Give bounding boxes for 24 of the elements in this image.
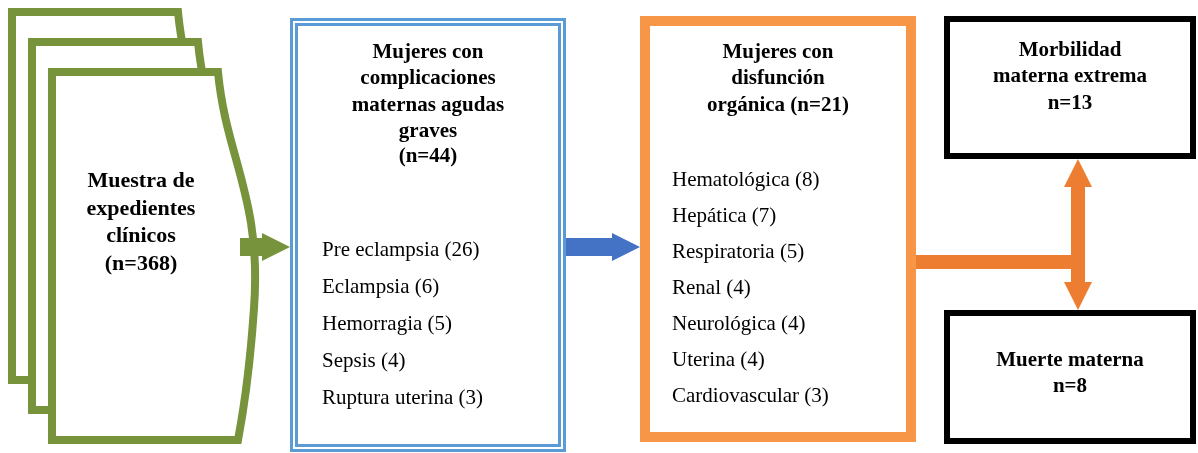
- list-item-text: Renal (4): [672, 274, 752, 301]
- process-box: [944, 310, 1196, 444]
- list-item-text: Hepática (7): [672, 202, 778, 229]
- list-item-text: Hematológica (8): [672, 166, 821, 193]
- block-arrow: [566, 233, 640, 261]
- heading-text: Morbilidad materna extrema n=13: [991, 36, 1149, 115]
- heading-text: Mujeres con disfunción orgánica (n=21): [705, 38, 850, 117]
- heading-text: Muerte materna n=8: [995, 346, 1145, 399]
- heading-text: Muestra de expedientes clínicos (n=368): [85, 166, 197, 276]
- block-arrow: [240, 233, 290, 261]
- process-box: [944, 16, 1196, 159]
- list-item-text: Ruptura uterina (3): [322, 384, 484, 411]
- list-item-text: Eclampsia (6): [322, 273, 441, 300]
- heading-text: Mujeres con complicaciones maternas agudas graves: [350, 38, 506, 143]
- list-item-text: Uterina (4): [672, 346, 766, 373]
- list-item-text: Neurológica (4): [672, 310, 807, 337]
- process-box: [290, 18, 566, 452]
- list-item-text: Cardiovascular (3): [672, 382, 830, 409]
- list-item-text: Pre eclampsia (26): [322, 236, 481, 263]
- list-item-text: Hemorragia (5): [322, 310, 454, 337]
- process-box: [640, 16, 916, 442]
- heading-text: (n=44): [397, 142, 459, 169]
- list-item-text: Sepsis (4): [322, 347, 407, 374]
- list-item-text: Respiratoria (5): [672, 238, 806, 265]
